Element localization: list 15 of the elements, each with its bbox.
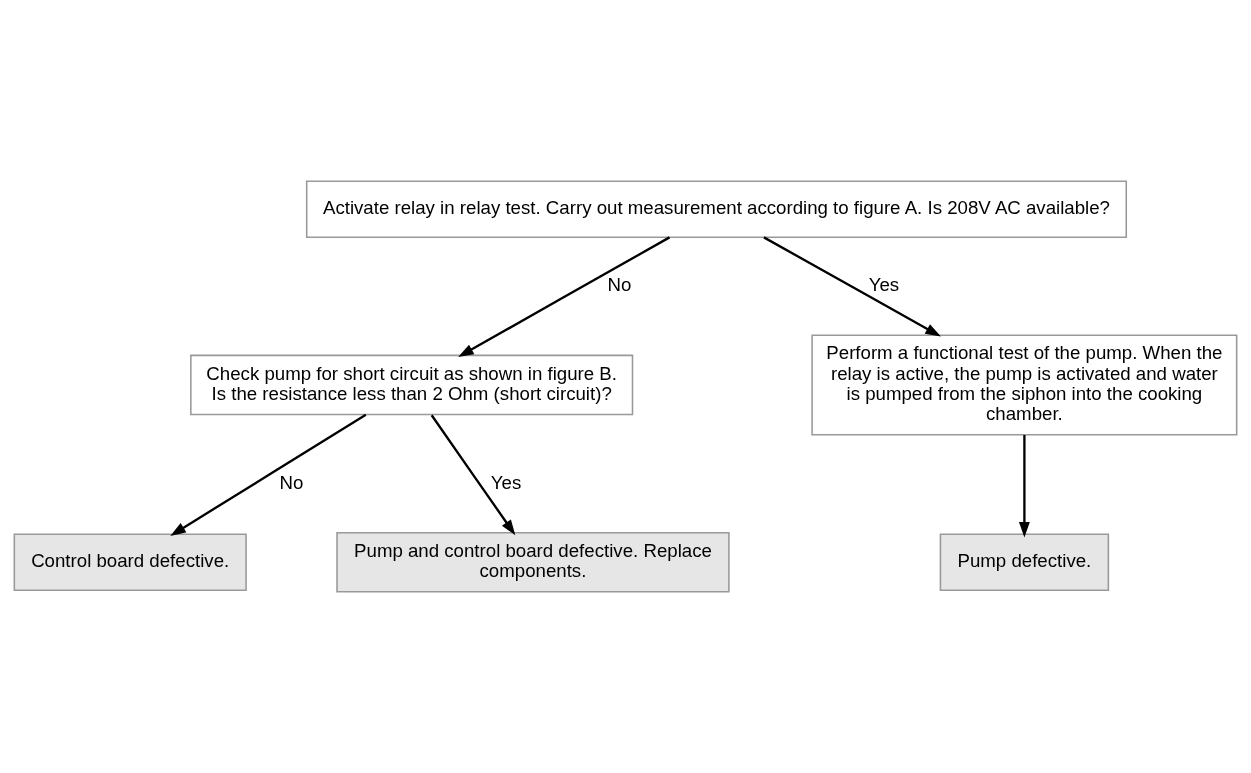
node-box: Activate relay in relay test. Carry out measurement according to figure A. Is 208V AC available?: [305, 180, 1128, 238]
arrow: [170, 413, 367, 536]
edge-label: Yes: [490, 471, 522, 493]
edge-label: Yes: [868, 274, 900, 296]
arrow: [430, 414, 516, 536]
edge-label: No: [607, 274, 632, 296]
arrow: [1018, 435, 1030, 538]
arrow: [458, 236, 671, 358]
arrow: [763, 236, 941, 337]
edge-label: No: [279, 471, 304, 493]
node-box: Control board defective.: [13, 533, 247, 591]
node-box: Check pump for short circuit as shown in figure B. Is the resistance less than 2 Ohm (short circuit)?: [190, 354, 634, 416]
node-box: Pump and control board defective. Replace components.: [336, 531, 730, 593]
node-box: Perform a functional test of the pump. When the relay is active, the pump is activated and water is pumped from the siphon into the cooking chamber.: [811, 334, 1238, 436]
node-box: Pump defective.: [939, 533, 1110, 591]
